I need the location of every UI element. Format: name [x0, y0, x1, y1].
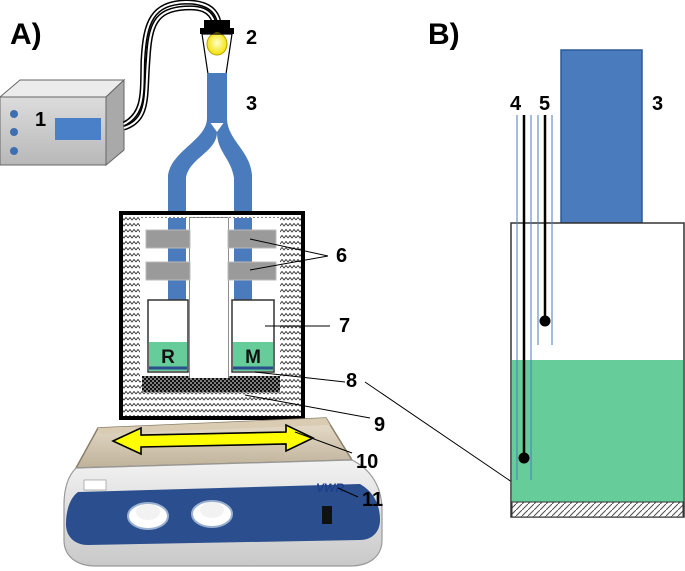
label-3-b: 3	[652, 93, 663, 115]
vial-detail	[510, 49, 685, 518]
vial-left: R	[147, 299, 189, 373]
label-2: 2	[246, 27, 257, 49]
device-knob	[10, 147, 18, 155]
bulb	[206, 32, 228, 56]
label-11: 11	[362, 489, 383, 511]
label-3: 3	[246, 93, 257, 115]
panel-a-label: A)	[10, 18, 42, 51]
light-source	[200, 20, 234, 75]
label-8: 8	[346, 370, 357, 392]
device-knob	[10, 110, 18, 118]
stir-bar	[511, 501, 684, 518]
label-9: 9	[374, 414, 385, 436]
vial-right: M	[231, 299, 275, 373]
label-1: 1	[35, 109, 46, 131]
label-5: 5	[539, 93, 550, 115]
controller-device	[0, 78, 126, 167]
liquid	[512, 360, 683, 502]
vial-label-r: R	[161, 347, 175, 368]
probe-5	[537, 115, 553, 345]
label-4: 4	[510, 93, 522, 115]
brand-logo: VWR	[316, 481, 344, 495]
light-guide-detail	[560, 49, 643, 224]
probe-4	[516, 115, 532, 480]
shaking-arrow	[111, 423, 315, 456]
panel-b-label: B)	[428, 18, 460, 51]
stir-plate	[142, 376, 280, 392]
light-guide	[168, 73, 252, 228]
label-7: 7	[339, 315, 350, 337]
device-knob	[10, 128, 18, 136]
vial-label-m: M	[245, 347, 261, 368]
power-switch	[322, 506, 332, 524]
cable	[122, 0, 222, 131]
device-screen	[55, 118, 101, 140]
label-10: 10	[356, 451, 378, 473]
label-6: 6	[336, 245, 347, 267]
